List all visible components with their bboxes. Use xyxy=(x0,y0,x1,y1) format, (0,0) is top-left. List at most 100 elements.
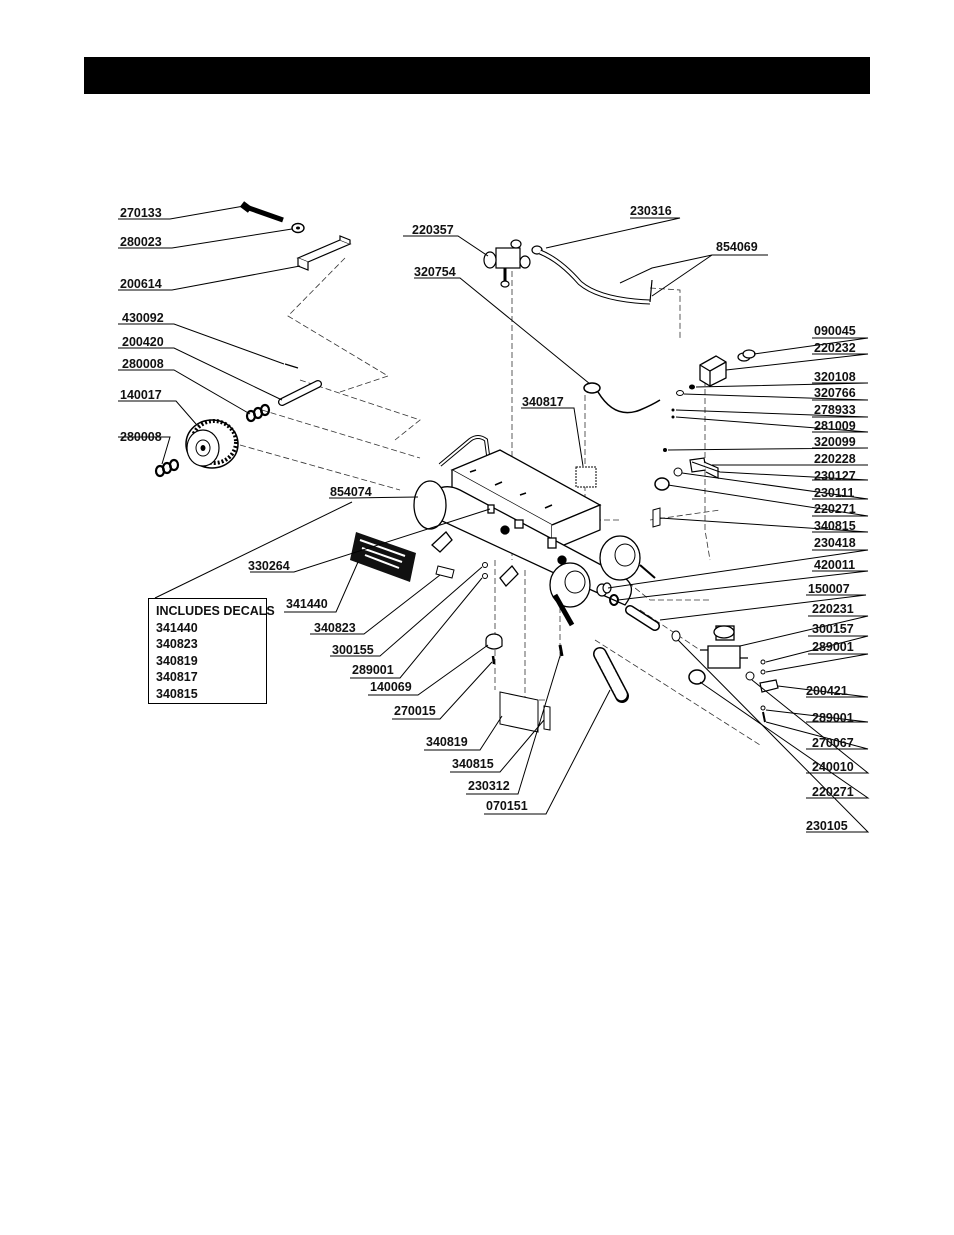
gauge-220271-upper xyxy=(654,477,670,491)
decal-340815-upper xyxy=(652,507,661,528)
part-300157 xyxy=(760,659,766,665)
rings-280008-upper xyxy=(245,403,271,423)
label-270067: 270067 xyxy=(812,736,854,750)
part-289001-left xyxy=(482,573,488,579)
label-340823: 340823 xyxy=(314,621,356,635)
label-340815-lower: 340815 xyxy=(452,757,494,771)
label-420011: 420011 xyxy=(814,558,855,572)
label-200614: 200614 xyxy=(120,277,162,291)
tee-fitting-230127 xyxy=(689,457,719,479)
label-320099: 320099 xyxy=(814,435,856,449)
bracket-200421 xyxy=(759,679,779,693)
label-278933: 278933 xyxy=(814,403,856,417)
decal-list-item: 341440 xyxy=(156,620,198,635)
label-281009: 281009 xyxy=(814,419,856,433)
header-bar xyxy=(84,57,870,94)
part-230111 xyxy=(673,467,683,477)
label-280008-a: 280008 xyxy=(122,357,164,371)
label-280008-b: 280008 xyxy=(120,430,162,444)
label-220231: 220231 xyxy=(812,602,854,616)
part-labels: 270133 280023 200614 430092 200420 28000… xyxy=(120,204,856,833)
label-330264: 330264 xyxy=(248,559,290,573)
bolt-270133 xyxy=(239,201,284,223)
decal-340815-lower xyxy=(543,705,551,731)
part-278933 xyxy=(671,408,675,412)
label-230312: 230312 xyxy=(468,779,510,793)
part-320766 xyxy=(676,390,684,396)
pin-430092 xyxy=(284,363,299,369)
fitting-230105 xyxy=(671,630,681,642)
regulator-220231 xyxy=(700,625,748,669)
label-230105: 230105 xyxy=(806,819,848,833)
label-220228: 220228 xyxy=(814,452,856,466)
gauge-220271-lower xyxy=(688,669,706,685)
label-220232: 220232 xyxy=(814,341,856,355)
decal-list-item: 340815 xyxy=(156,686,198,701)
label-300157: 300157 xyxy=(812,622,854,636)
decal-list-box: INCLUDES DECALS 341440 340823 340819 340… xyxy=(148,598,275,704)
label-200421: 200421 xyxy=(806,684,848,698)
rings-280008-lower xyxy=(154,458,180,478)
label-150007: 150007 xyxy=(808,582,850,596)
fitting-230418 xyxy=(596,582,612,597)
label-320754: 320754 xyxy=(414,265,456,279)
foot-140069 xyxy=(485,633,503,650)
compressor-tank-assembly xyxy=(413,435,656,627)
axle-200420 xyxy=(278,380,322,406)
label-200420: 200420 xyxy=(122,335,164,349)
leader-lines xyxy=(118,205,870,833)
decal-341440 xyxy=(350,532,416,582)
label-320108: 320108 xyxy=(814,370,856,384)
label-430092: 430092 xyxy=(122,311,164,325)
label-289001-right-lower: 289001 xyxy=(812,711,854,725)
fitting-090045 xyxy=(737,349,756,362)
part-289001-right-lower xyxy=(760,705,766,711)
label-140017: 140017 xyxy=(120,388,162,402)
label-230127: 230127 xyxy=(814,469,856,483)
label-230316: 230316 xyxy=(630,204,672,218)
label-230418: 230418 xyxy=(814,536,856,550)
label-230111: 230111 xyxy=(814,486,854,500)
wheel-140017 xyxy=(185,419,239,469)
label-289001-right-upper: 289001 xyxy=(812,640,854,654)
label-854074: 854074 xyxy=(330,485,372,499)
manifold-220357 xyxy=(483,239,531,288)
label-140069: 140069 xyxy=(370,680,412,694)
part-300155 xyxy=(482,562,488,568)
decal-list-item: 340823 xyxy=(156,637,198,652)
part-320108 xyxy=(689,384,695,390)
label-341440: 341440 xyxy=(286,597,328,611)
label-320766: 320766 xyxy=(814,386,856,400)
screw-270015 xyxy=(491,655,496,665)
grip-070151 xyxy=(593,647,629,703)
decal-list-title: INCLUDES DECALS xyxy=(156,604,275,618)
decal-340823 xyxy=(435,565,455,579)
label-220271-upper: 220271 xyxy=(814,502,856,516)
fitting-230312 xyxy=(558,644,564,657)
screw-270067 xyxy=(762,711,766,723)
decal-340819 xyxy=(499,691,539,733)
tube-150007 xyxy=(625,605,660,631)
part-220228 xyxy=(663,448,667,452)
label-270133: 270133 xyxy=(120,206,162,220)
label-300155: 300155 xyxy=(332,643,374,657)
pressure-switch-220232 xyxy=(699,355,727,387)
label-090045: 090045 xyxy=(814,324,856,338)
label-220271-lower: 220271 xyxy=(812,785,854,799)
label-280023: 280023 xyxy=(120,235,162,249)
label-340817: 340817 xyxy=(522,395,564,409)
label-270015: 270015 xyxy=(394,704,436,718)
label-070151: 070151 xyxy=(486,799,528,813)
decal-340817 xyxy=(575,466,597,488)
fitting-240010 xyxy=(745,671,755,681)
bracket-200614 xyxy=(296,235,352,271)
tube-230316 xyxy=(531,245,653,305)
label-854069: 854069 xyxy=(716,240,758,254)
part-289001-right-upper xyxy=(760,669,766,675)
label-220357: 220357 xyxy=(412,223,454,237)
cord-320754 xyxy=(583,382,661,414)
decal-list-item: 340819 xyxy=(156,653,198,668)
decal-list-item: 340817 xyxy=(156,670,198,685)
part-281009 xyxy=(671,415,675,419)
